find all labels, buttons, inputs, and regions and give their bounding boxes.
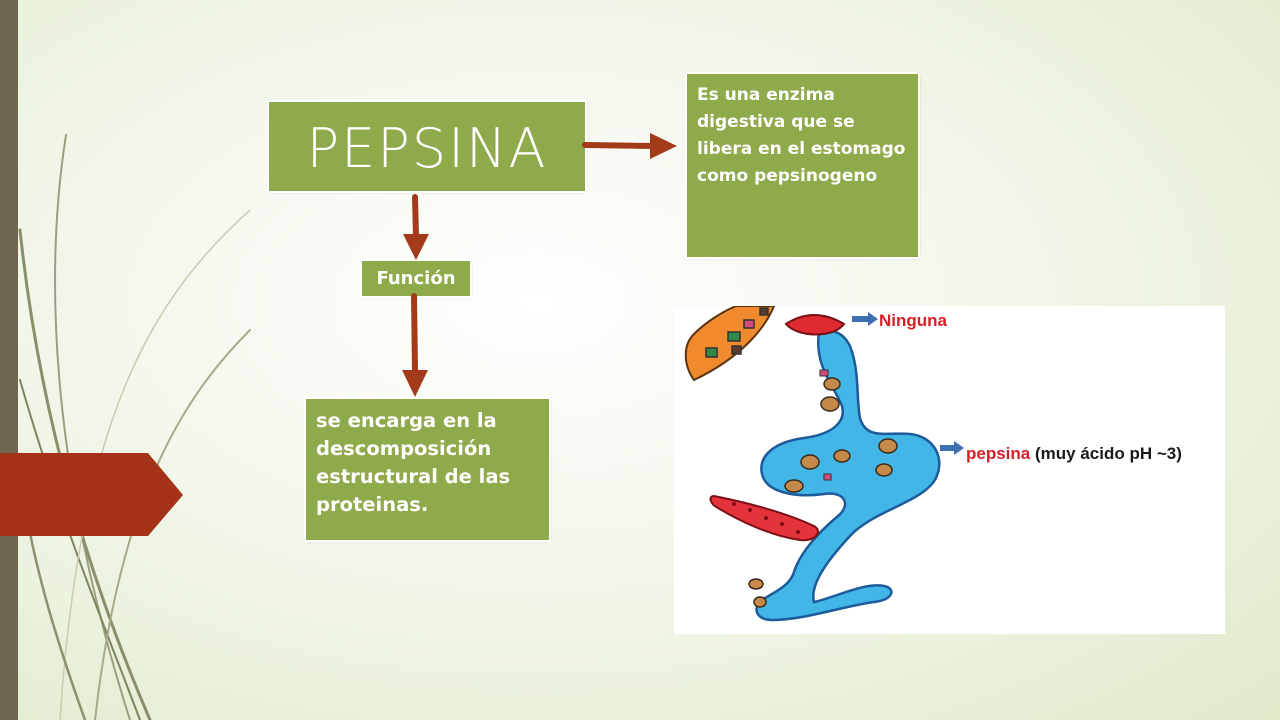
label-mouth: Ninguna bbox=[879, 311, 947, 330]
label-stomach: pepsina (muy ácido pH ~3) bbox=[966, 444, 1182, 464]
arrow-down-to-function bbox=[403, 194, 429, 260]
definition-box: Es una enzima digestiva que se libera en… bbox=[687, 74, 918, 257]
left-accent-bar bbox=[0, 0, 18, 720]
slide-title: PEPSINA bbox=[306, 117, 548, 180]
definition-text: Es una enzima digestiva que se libera en… bbox=[697, 85, 906, 186]
function-description: se encarga en la descomposición estructu… bbox=[316, 409, 511, 516]
digestive-system-drawing bbox=[684, 306, 964, 622]
title-box: PEPSINA bbox=[269, 102, 585, 191]
label-stomach-condition: (muy ácido pH ~3) bbox=[1034, 444, 1182, 463]
function-description-box: se encarga en la descomposición estructu… bbox=[306, 399, 549, 540]
function-label-box: Función bbox=[362, 261, 470, 296]
function-label: Función bbox=[376, 268, 456, 289]
digestive-system-illustration: Ninguna pepsina (muy ácido pH ~3) bbox=[674, 306, 1225, 634]
arrow-down-to-description bbox=[402, 293, 428, 397]
red-tab-shape bbox=[0, 453, 183, 536]
arrow-right-to-definition bbox=[582, 133, 677, 159]
label-stomach-enzyme: pepsina bbox=[966, 444, 1031, 463]
